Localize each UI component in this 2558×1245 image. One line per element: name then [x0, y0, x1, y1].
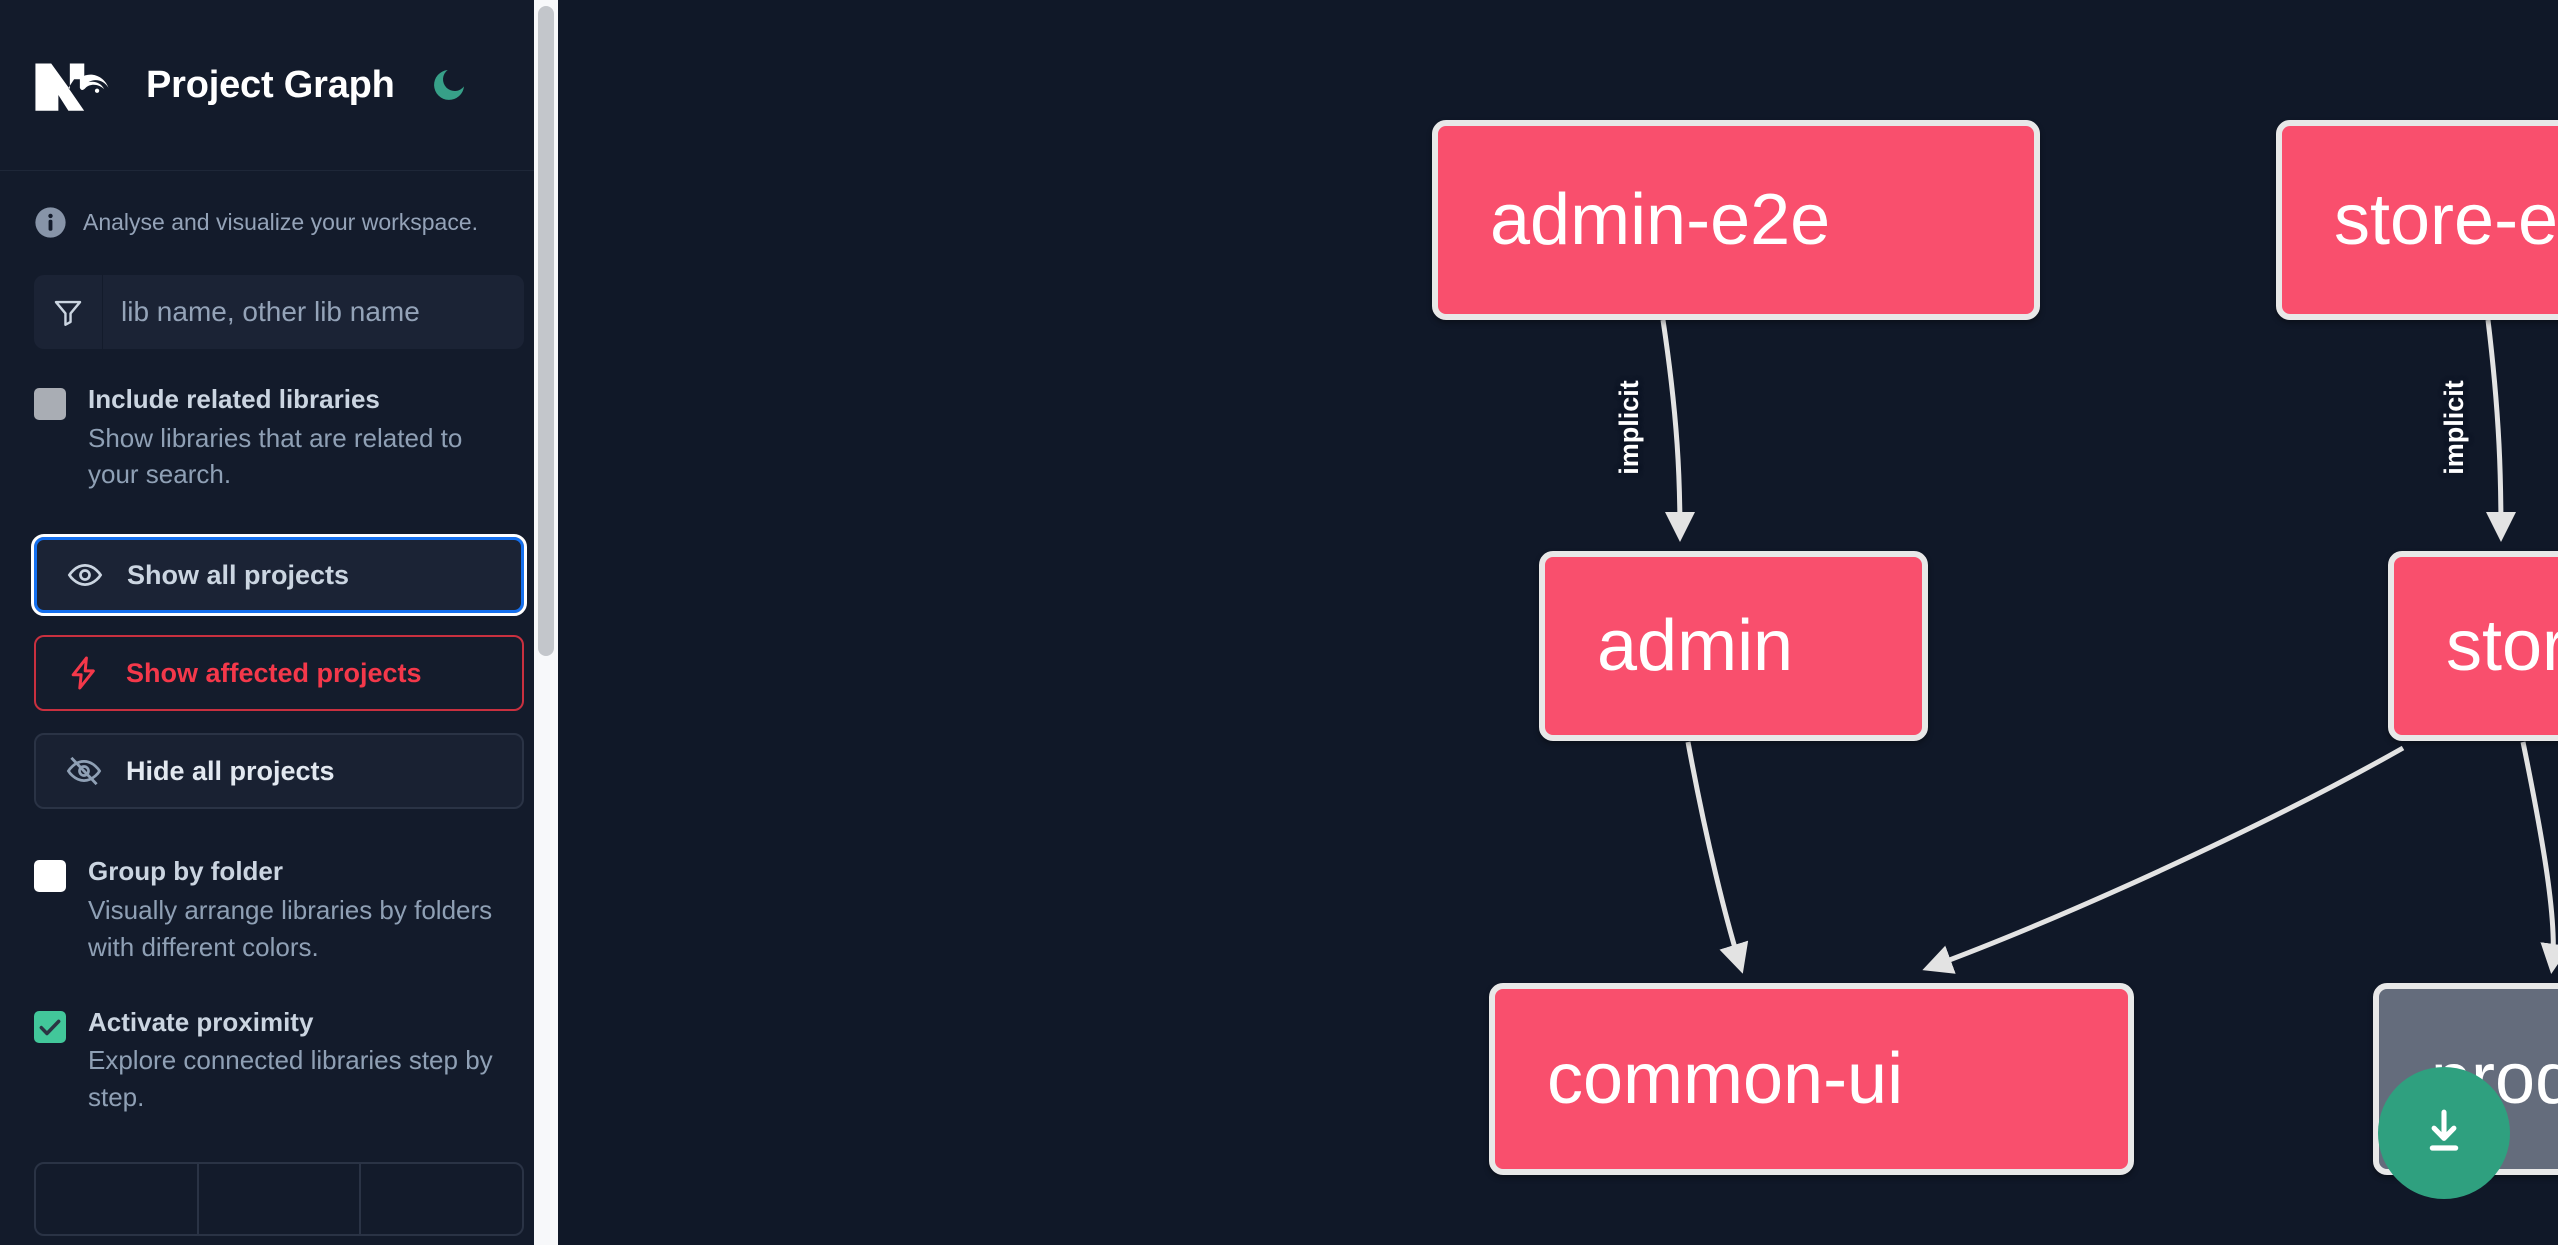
- edge-admin-to-common-ui: [1685, 741, 1749, 974]
- option-group-by-folder[interactable]: Group by folder Visually arrange librari…: [34, 855, 524, 965]
- sidebar-content: Project Graph Analy: [0, 0, 558, 1236]
- eye-icon: [65, 555, 105, 595]
- show-affected-projects-button[interactable]: Show affected projects: [34, 635, 524, 712]
- segmented-control[interactable]: [34, 1161, 524, 1236]
- graph-node-label: store-e2e: [2334, 180, 2558, 260]
- option-label: Activate proximity: [88, 1006, 314, 1037]
- sidebar-header: Project Graph: [0, 0, 558, 171]
- option-label: Include related libraries: [88, 384, 380, 414]
- hide-all-projects-label: Hide all projects: [126, 755, 335, 786]
- option-text-group: Activate proximity Explore connected lib…: [88, 1006, 524, 1116]
- edge-store-to-common-ui: [1922, 745, 2405, 974]
- graph-node-label: admin-e2e: [1490, 180, 1831, 260]
- show-all-projects-button[interactable]: Show all projects: [31, 534, 527, 617]
- edge-admin-e2e-to-admin: [1660, 319, 1695, 542]
- search-input[interactable]: [103, 275, 524, 349]
- graph-node-label: store: [2446, 606, 2558, 686]
- segment-2[interactable]: [361, 1164, 522, 1234]
- show-affected-projects-label: Show affected projects: [126, 657, 422, 688]
- workspace-info: Analyse and visualize your workspace.: [34, 171, 524, 238]
- moon-icon[interactable]: [427, 63, 471, 107]
- edge-store-e2e-to-store: [2485, 319, 2516, 542]
- show-all-projects-label: Show all projects: [127, 559, 350, 590]
- option-description: Show libraries that are related to your …: [88, 422, 463, 490]
- sidebar-scrollbar-track[interactable]: [534, 0, 558, 1245]
- nx-logo-icon: [34, 59, 120, 111]
- workspace-info-text: Analyse and visualize your workspace.: [83, 208, 479, 235]
- graph-node-admin[interactable]: admin: [1539, 551, 1928, 741]
- segment-0[interactable]: [36, 1163, 199, 1234]
- option-text-group: Group by folder Visually arrange librari…: [88, 855, 524, 965]
- graph-edges: [1660, 319, 2558, 974]
- segment-1[interactable]: [199, 1163, 362, 1234]
- info-circle-icon: [34, 206, 67, 239]
- download-icon: [2429, 1109, 2459, 1151]
- graph-canvas[interactable]: admin-e2e store-e2e admin store common-u…: [558, 0, 2558, 1245]
- download-graph-button[interactable]: [2378, 1067, 2510, 1199]
- checkbox-include-related-libraries[interactable]: [34, 388, 66, 420]
- edge-store-to-products: [2520, 741, 2558, 974]
- funnel-filter-icon: [34, 275, 103, 349]
- graph-node-label: admin: [1597, 606, 1794, 686]
- option-text-group: Include related libraries Show libraries…: [88, 383, 524, 493]
- project-visibility-buttons: Show all projects Show affected projects: [31, 534, 527, 810]
- edge-label-admin-implicit: implicit: [1613, 380, 1644, 475]
- checkbox-activate-proximity[interactable]: [34, 1010, 66, 1043]
- option-description: Explore connected libraries step by step…: [88, 1045, 493, 1113]
- hide-all-projects-button[interactable]: Hide all projects: [34, 733, 524, 810]
- graph-node-store[interactable]: store: [2388, 551, 2558, 741]
- sidebar-body: Analyse and visualize your workspace. In…: [0, 171, 558, 1236]
- sidebar-scrollbar-thumb[interactable]: [538, 6, 554, 656]
- checkbox-group-by-folder[interactable]: [34, 860, 66, 893]
- eye-slash-icon: [64, 751, 104, 791]
- graph-node-common-ui[interactable]: common-ui: [1489, 983, 2134, 1175]
- sidebar: Project Graph Analy: [0, 0, 558, 1245]
- option-include-related-libraries[interactable]: Include related libraries Show libraries…: [34, 383, 524, 493]
- page-title: Project Graph: [146, 63, 395, 106]
- graph-node-store-e2e[interactable]: store-e2e: [2276, 120, 2558, 320]
- graph-node-label: common-ui: [1547, 1039, 1904, 1119]
- option-label: Group by folder: [88, 856, 283, 887]
- option-activate-proximity[interactable]: Activate proximity Explore connected lib…: [34, 1006, 524, 1116]
- option-description: Visually arrange libraries by folders wi…: [88, 894, 493, 962]
- graph-node-admin-e2e[interactable]: admin-e2e: [1432, 120, 2040, 320]
- filter-search-box[interactable]: [34, 275, 524, 349]
- display-options: Group by folder Visually arrange librari…: [34, 855, 524, 1116]
- lightning-bolt-icon: [64, 653, 104, 693]
- edge-label-store-implicit: implicit: [2438, 380, 2469, 475]
